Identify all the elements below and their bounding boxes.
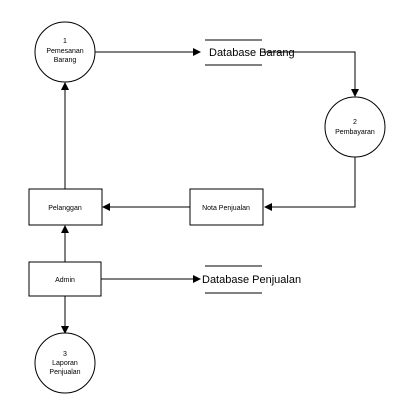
flow-pembayaran-to-nota (264, 156, 356, 211)
data-store-label: Database Penjualan (202, 274, 301, 286)
process-label: Pembayaran (335, 129, 375, 136)
entity-label: Admin (55, 277, 75, 284)
process-pembayaran: 2 Pembayaran (324, 96, 386, 158)
process-number: 1 (63, 38, 67, 45)
process-label: Laporan (52, 360, 78, 367)
entity-label: Nota Penjualan (202, 205, 250, 212)
entity-pelanggan: Pelanggan (28, 188, 103, 226)
process-number: 3 (63, 351, 67, 358)
entity-label: Pelanggan (48, 205, 82, 212)
entity-nota-penjualan: Nota Penjualan (189, 188, 264, 226)
process-label: Pemesanan (46, 48, 83, 55)
process-label: Penjualan (49, 369, 80, 376)
process-pemesanan-barang: 1 Pemesanan Barang (34, 21, 96, 83)
flow-db-barang-to-pembayaran (262, 51, 359, 97)
process-number: 2 (353, 119, 357, 126)
process-label: Barang (54, 57, 77, 64)
process-laporan-penjualan: 3 Laporan Penjualan (34, 332, 96, 394)
data-store-database-penjualan: Database Penjualan (202, 265, 301, 294)
data-store-label: Database Barang (209, 47, 295, 59)
entity-admin: Admin (28, 261, 102, 297)
data-store-database-barang: Database Barang (205, 39, 295, 66)
